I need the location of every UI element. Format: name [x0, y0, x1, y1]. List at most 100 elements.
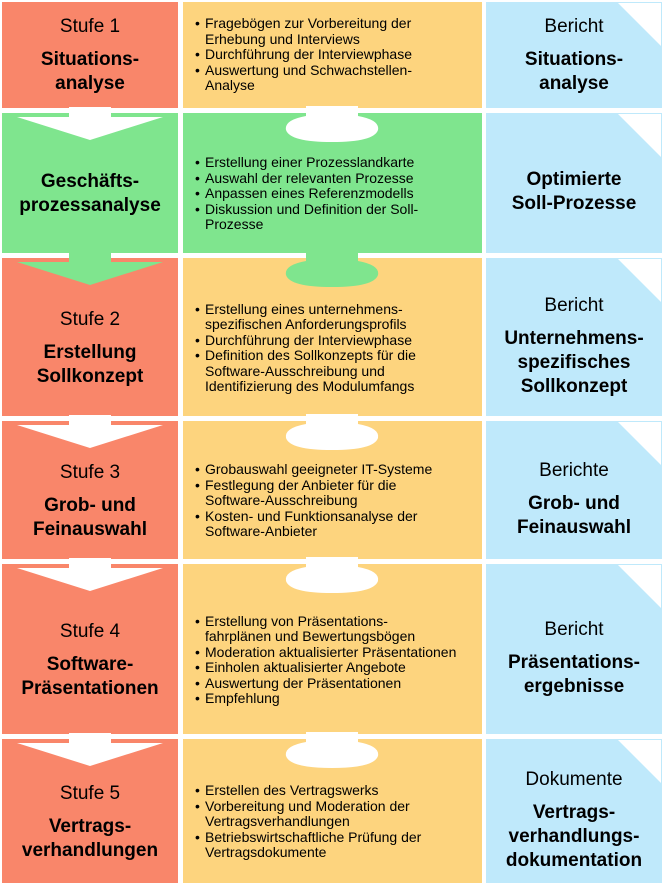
activity-text: Vertragsverhandlungen — [205, 813, 350, 830]
activity-list: Grobauswahl geeigneter IT-SystemeFestleg… — [183, 462, 432, 540]
activity-item: Auswertung und Schwachstellen-Analyse — [195, 61, 413, 94]
activity-list: Erstellung einer ProzesslandkarteAuswahl… — [183, 155, 418, 233]
activity-text: fahrplänen und Bewertungsbögen — [205, 628, 416, 644]
stage-title-line: Vertrags- — [48, 815, 132, 837]
stage-title-line: verhandlungen — [21, 839, 159, 861]
result-title-line: Situations- — [524, 48, 624, 70]
result-kind-label: Bericht — [544, 15, 604, 37]
activity-list: Erstellung eines unternehmens-spezifisch… — [183, 300, 416, 395]
result-title-line: Feinauswahl — [516, 516, 632, 538]
activity-text: Fragebögen zur Vorbereitung der — [205, 15, 412, 32]
result-title-line: Grob- und — [528, 492, 620, 514]
activity-item: Durchführung der Interviewphase — [195, 331, 416, 349]
stage-title-line: prozessanalyse — [19, 195, 161, 216]
stage-label: Stufe 3 — [59, 461, 121, 483]
activities-box-4: Grobauswahl geeigneter IT-SystemeFestleg… — [183, 421, 482, 559]
stage-title-line: Feinauswahl — [32, 518, 148, 540]
result-title-line: Präsentations- — [508, 651, 640, 673]
stage-label: Stufe 2 — [59, 308, 121, 330]
activity-item: Betriebswirtschaftliche Prüfung derVertr… — [195, 828, 422, 861]
activity-item: Auswahl der relevanten Prozesse — [195, 169, 418, 187]
activity-item: Auswertung der Präsentationen — [195, 674, 456, 692]
activity-text: Diskussion und Definition der Soll- — [205, 200, 419, 217]
activities-box-3: Erstellung eines unternehmens-spezifisch… — [183, 258, 482, 416]
stage-box-1: Stufe 1 Situations-analyse — [2, 2, 178, 108]
activity-text: Vertragsdokumente — [205, 844, 327, 861]
activity-text: Erstellung einer Prozesslandkarte — [205, 154, 415, 171]
stage-title-line: Grob- und — [44, 494, 136, 516]
activity-text: Prozesse — [205, 216, 264, 233]
activities-box-5: Erstellung von Präsentations-fahrplänen … — [183, 564, 482, 734]
stage-title-line: analyse — [55, 72, 125, 94]
result-kind-label: Berichte — [539, 459, 609, 481]
activity-text: Kosten- und Funktionsanalyse der — [205, 507, 418, 524]
activity-list: Erstellen des VertragswerksVorbereitung … — [183, 783, 421, 861]
activity-item: Fragebögen zur Vorbereitung derErhebung … — [195, 16, 412, 47]
stage-title-line: Erstellung — [43, 341, 137, 363]
activity-item: Erstellung von Präsentations-fahrplänen … — [195, 612, 456, 645]
activity-text: Erstellung eines unternehmens- — [205, 300, 403, 317]
stage-box-5: Stufe 4 Software-Präsentationen — [2, 564, 178, 734]
activity-text: Definition des Sollkonzepts für die — [205, 347, 416, 363]
activity-text: Software-Ausschreibung — [205, 492, 358, 509]
activity-text: Grobauswahl geeigneter IT-Systeme — [205, 461, 433, 478]
stage-title-line: Situations- — [40, 48, 140, 70]
activity-item: Moderation aktualisierter Präsentationen — [195, 643, 457, 661]
result-title-line: ergebnisse — [523, 675, 625, 697]
activity-item: Einholen aktualisierter Angebote — [195, 659, 456, 676]
result-title-line: Vertrags- — [532, 801, 616, 823]
activity-item: Empfehlung — [195, 690, 456, 707]
activity-item: Anpassen eines Referenzmodells — [195, 186, 418, 202]
stage-title-line: Präsentationen — [21, 677, 159, 699]
activity-text: Erstellung von Präsentations- — [205, 612, 388, 629]
stage-title-line: Geschäfts- — [40, 171, 140, 192]
activity-text: Empfehlung — [205, 690, 280, 706]
result-title-line: Soll-Prozesse — [511, 193, 637, 214]
activity-text: Erhebung und Interviews — [205, 30, 360, 47]
activity-text: Anpassen eines Referenzmodells — [205, 185, 414, 202]
activity-text: Software-Anbieter — [205, 523, 318, 540]
result-title-line: Unternehmens- — [504, 327, 644, 349]
stage-label: Stufe 5 — [59, 782, 121, 804]
stage-label: Stufe 1 — [59, 15, 121, 37]
result-title-line: spezifisches — [517, 351, 631, 373]
activity-text: Auswahl der relevanten Prozesse — [205, 169, 414, 186]
activity-list: Fragebögen zur Vorbereitung derErhebung … — [183, 16, 412, 94]
activity-item: Durchführung der Interviewphase — [195, 47, 412, 63]
activity-item: Grobauswahl geeigneter IT-Systeme — [195, 462, 432, 478]
activity-text: Auswertung und Schwachstellen- — [205, 61, 413, 78]
result-kind-label: Dokumente — [525, 768, 623, 790]
activity-text: Durchführung der Interviewphase — [205, 331, 413, 348]
activity-item: Erstellen des Vertragswerks — [195, 783, 421, 799]
activity-text: Vorbereitung und Moderation der — [205, 797, 410, 814]
activities-box-6: Erstellen des VertragswerksVorbereitung … — [183, 739, 482, 883]
activities-box-1: Fragebögen zur Vorbereitung derErhebung … — [183, 2, 482, 108]
activity-item: Erstellung einer Prozesslandkarte — [195, 155, 418, 171]
activity-text: Moderation aktualisierter Präsentationen — [205, 643, 457, 660]
result-kind-label: Bericht — [544, 618, 604, 640]
stage-label: Stufe 4 — [59, 620, 121, 642]
activity-text: Erstellen des Vertragswerks — [205, 782, 379, 799]
activity-item: Vorbereitung und Moderation derVertragsv… — [195, 797, 421, 830]
activity-text: Software-Ausschreibung und — [205, 362, 385, 379]
activity-item: Kosten- und Funktionsanalyse derSoftware… — [195, 507, 432, 540]
result-title-line: dokumentation — [505, 849, 643, 871]
activity-text: Auswertung der Präsentationen — [205, 674, 402, 691]
activity-text: Identifizierung des Modulumfangs — [205, 378, 415, 394]
result-title-line: Optimierte — [526, 169, 622, 190]
result-kind-label: Bericht — [544, 294, 604, 316]
result-title-line: analyse — [539, 72, 609, 94]
activity-text: Betriebswirtschaftliche Prüfung der — [205, 828, 422, 845]
activity-item: Definition des Sollkonzepts für dieSoftw… — [195, 347, 416, 395]
stage-box-2: Geschäfts-prozessanalyse — [2, 113, 178, 253]
stage-box-6: Stufe 5 Vertrags-verhandlungen — [2, 739, 178, 883]
stage-title-line: Software- — [46, 653, 134, 675]
activity-item: Festlegung der Anbieter für dieSoftware-… — [195, 477, 432, 509]
